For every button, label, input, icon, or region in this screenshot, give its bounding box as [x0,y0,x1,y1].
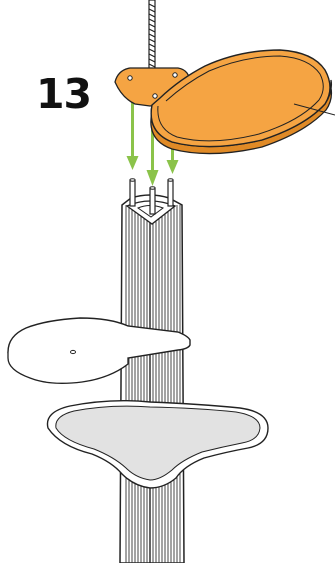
orange-shelf [115,50,335,154]
grey-shelf [47,401,268,488]
grooved-post [120,195,184,563]
